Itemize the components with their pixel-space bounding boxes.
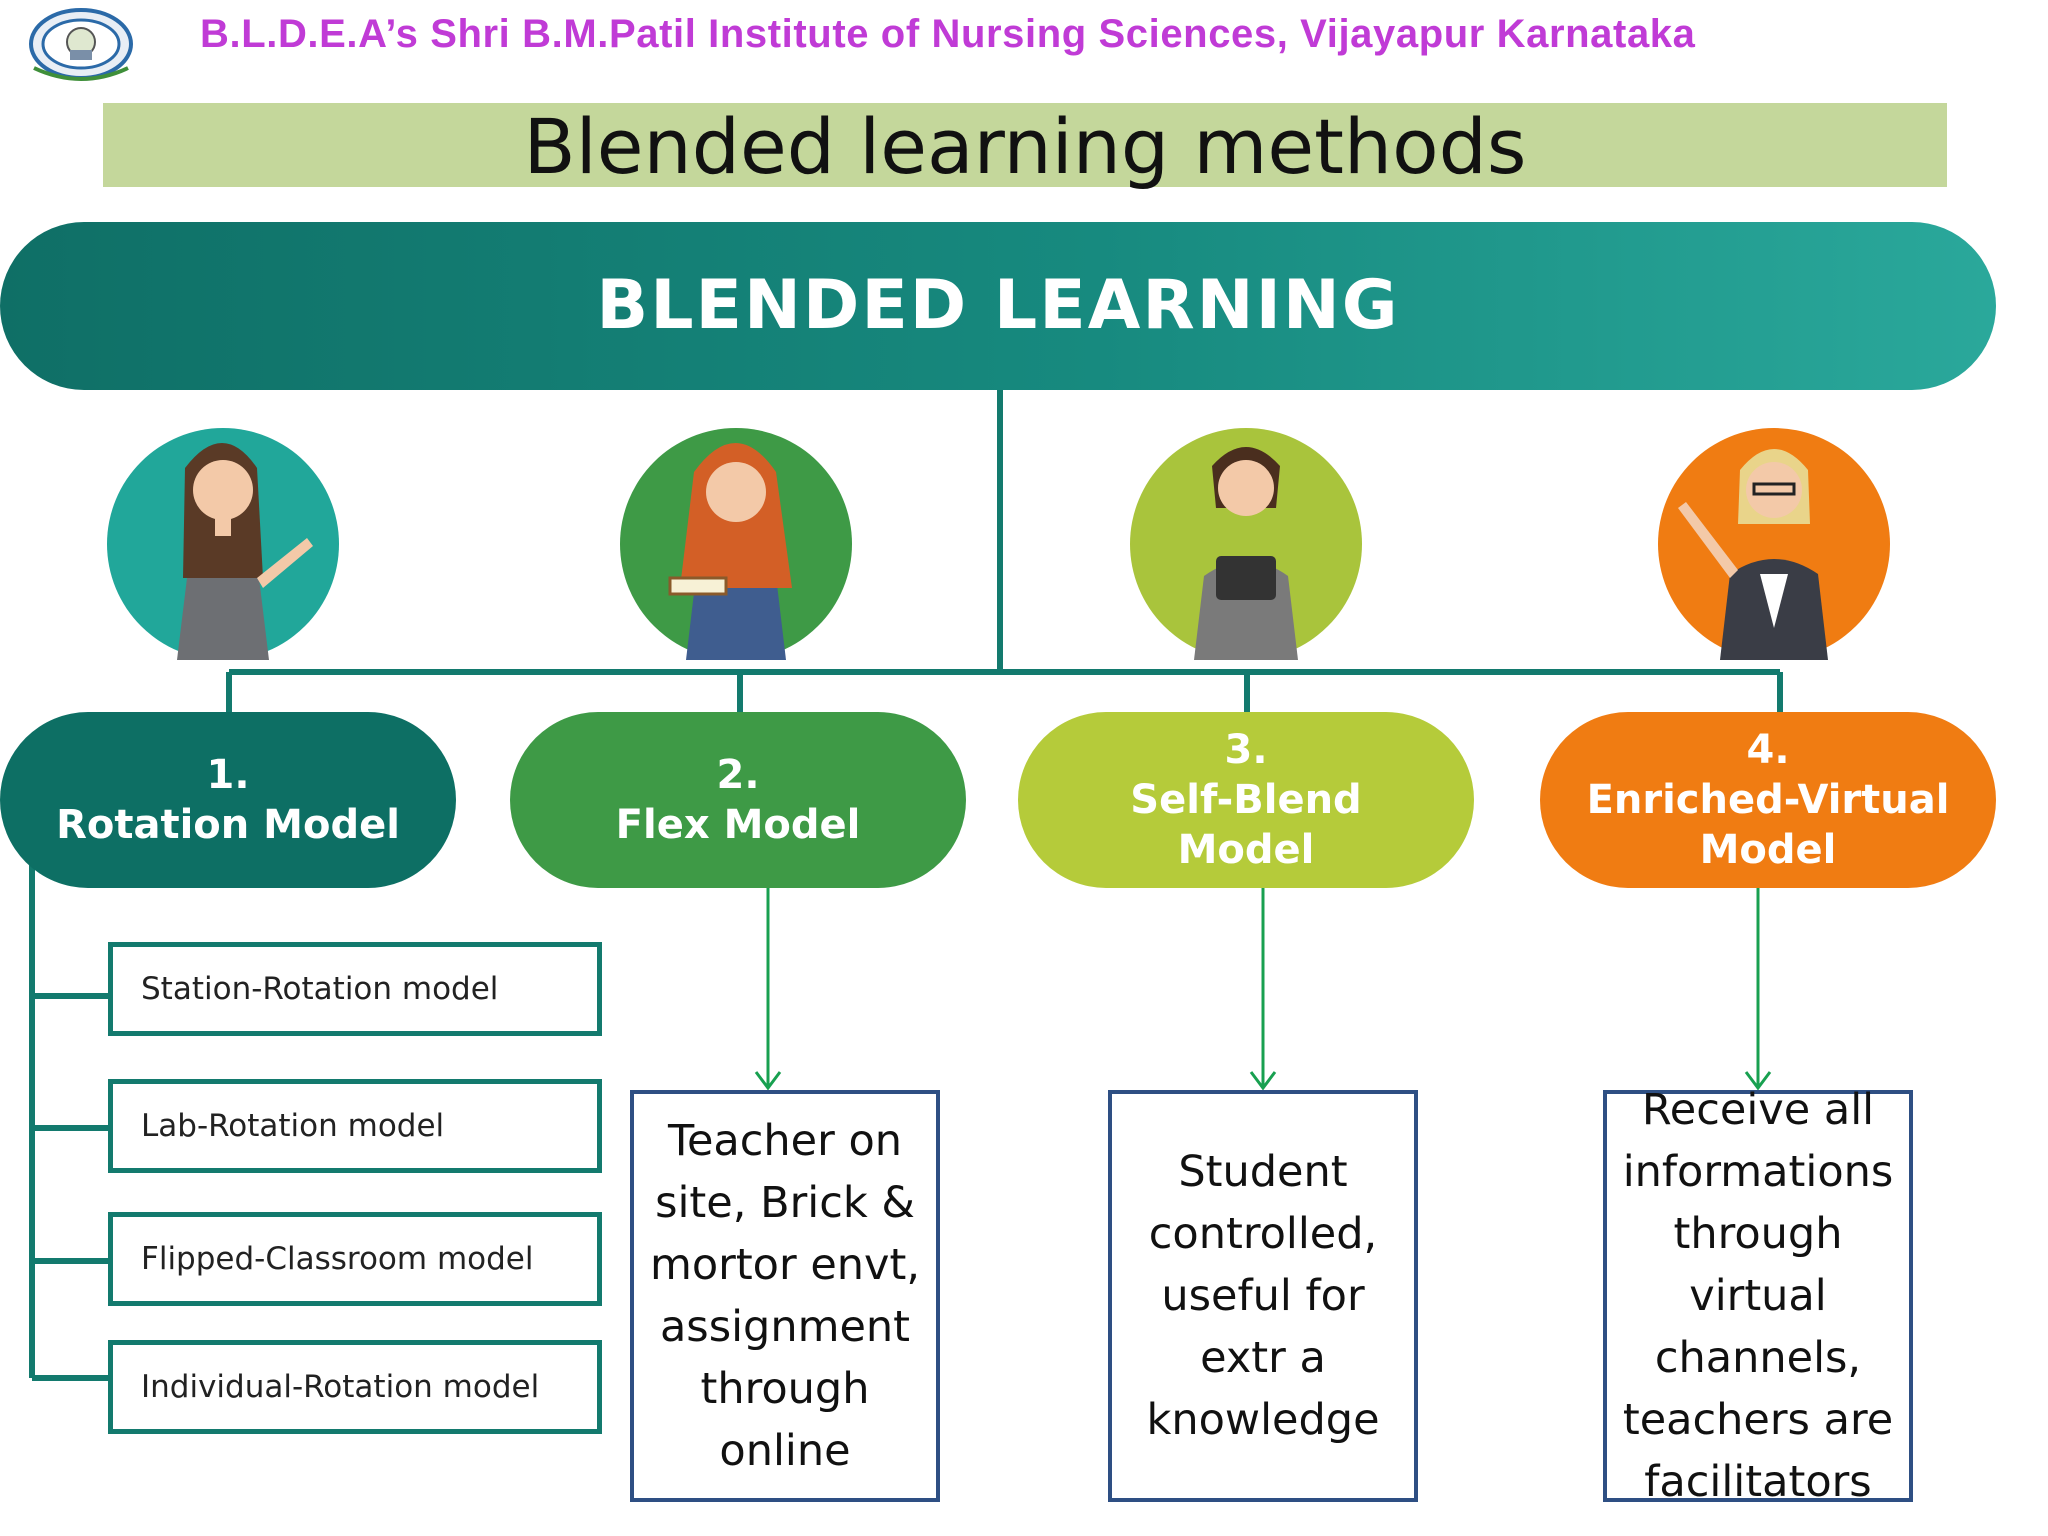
rotation-model-pill: 1. Rotation Model xyxy=(0,712,456,888)
enriched-virtual-circle xyxy=(1658,428,1890,660)
teacher-flex-icon xyxy=(668,443,792,660)
enriched-virtual-model-number: 4. xyxy=(1746,727,1790,773)
self-blend-model-pill: 3. Self-Blend Model xyxy=(1018,712,1474,888)
flex-circle xyxy=(620,428,852,660)
self-blend-description-box: Student controlled, useful for extr a kn… xyxy=(1108,1090,1418,1502)
flex-description-box: Teacher on site, Brick & mortor envt, as… xyxy=(630,1090,940,1502)
self-blend-model-number: 3. xyxy=(1224,727,1268,773)
teacher-rotation-icon xyxy=(177,443,313,660)
flex-model-pill: 2. Flex Model xyxy=(510,712,966,888)
rotation-model-name: Rotation Model xyxy=(56,802,400,848)
slide-title: Blended learning methods xyxy=(523,102,1527,191)
individual-rotation-box: Individual-Rotation model xyxy=(108,1340,602,1434)
institute-logo-icon xyxy=(29,8,133,81)
lab-rotation-box: Lab-Rotation model xyxy=(108,1079,602,1173)
banner-label: BLENDED LEARNING xyxy=(596,266,1400,345)
enriched-virtual-model-pill: 4. Enriched-Virtual Model xyxy=(1540,712,1996,888)
blended-learning-banner xyxy=(0,222,1996,390)
rotation-model-number: 1. xyxy=(206,752,250,798)
flex-model-number: 2. xyxy=(716,752,760,798)
flex-model-name: Flex Model xyxy=(615,802,861,848)
institute-name: B.L.D.E.A’s Shri B.M.Patil Institute of … xyxy=(200,12,1696,56)
self-blend-model-name: Self-Blend Model xyxy=(1130,777,1362,873)
rotation-circle xyxy=(107,428,339,660)
flex-description: Teacher on site, Brick & mortor envt, as… xyxy=(649,1116,921,1476)
station-rotation-box: Station-Rotation model xyxy=(108,942,602,1036)
title-bar xyxy=(103,103,1947,187)
self-blend-circle xyxy=(1130,428,1362,660)
self-blend-description: Student controlled, useful for extr a kn… xyxy=(1146,1147,1380,1445)
flipped-classroom-box: Flipped-Classroom model xyxy=(108,1212,602,1306)
enriched-virtual-model-name: Enriched-Virtual Model xyxy=(1586,777,1950,873)
enriched-virtual-description-box: Receive all informations through virtual… xyxy=(1603,1085,1913,1507)
enriched-virtual-description: Receive all informations through virtual… xyxy=(1622,1085,1894,1507)
teacher-enriched-virtual-icon xyxy=(1678,449,1828,660)
teacher-self-blend-icon xyxy=(1194,447,1298,660)
